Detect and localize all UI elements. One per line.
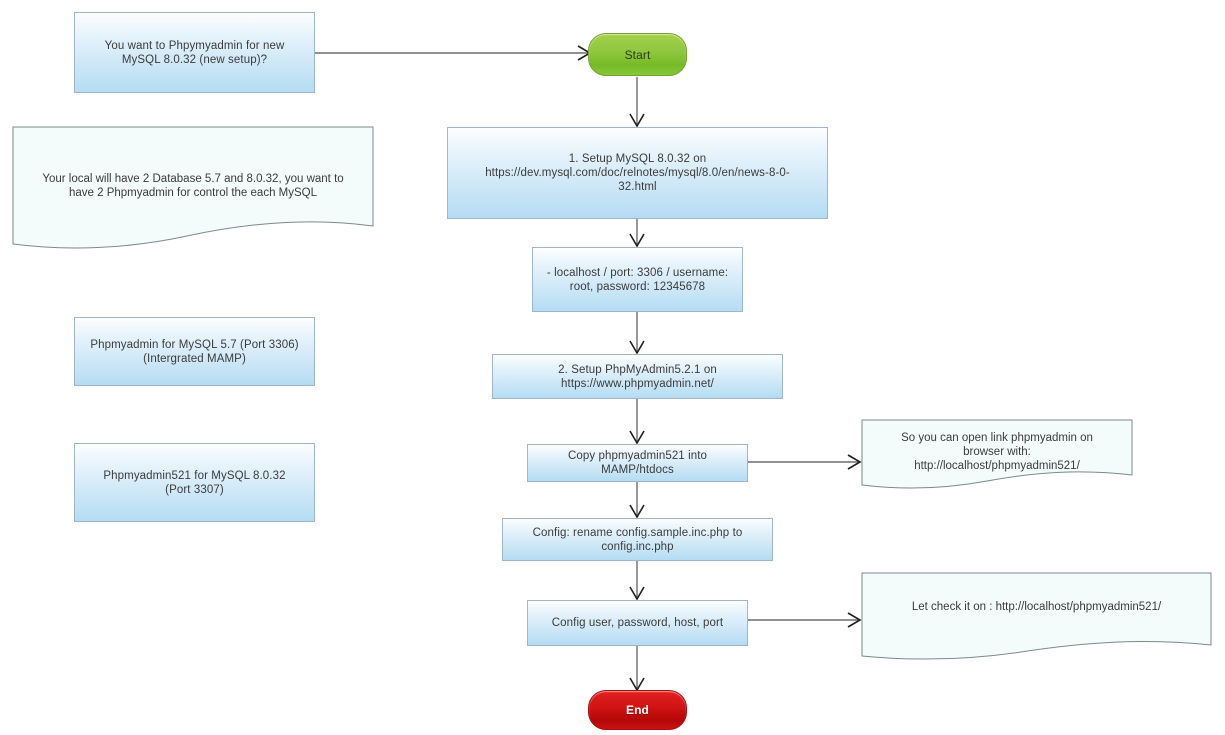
note-open-link-line-2: browser with: bbox=[963, 446, 1031, 458]
node-intro-question-text: You want to Phpymyadmin for new MySQL 8.… bbox=[97, 39, 293, 67]
node-phpmyadmin521-mysql8[interactable]: Phpmyadmin521 for MySQL 8.0.32 (Port 330… bbox=[74, 443, 315, 522]
node-rename-line-2: config.inc.php bbox=[601, 540, 674, 553]
node-step1-line-3: 32.html bbox=[618, 181, 657, 193]
node-phpmyadmin521-mysql8-line-1: Phpmyadmin521 for MySQL 8.0.32 bbox=[103, 469, 286, 482]
node-phpmyadmin-mysql57-line-1: Phpmyadmin for MySQL 5.7 (Port 3306) bbox=[90, 338, 299, 351]
note-local-databases-line-2: have 2 Phpmyadmin for control the each M… bbox=[68, 187, 317, 199]
node-config-user-line-1: Config user, password, host, port bbox=[551, 617, 724, 629]
note-local-databases-shape bbox=[12, 126, 374, 249]
node-intro-question-line-2: MySQL 8.0.32 (new setup)? bbox=[121, 53, 268, 66]
node-rename-config-text: Config: rename config.sample.inc.php to … bbox=[525, 526, 751, 554]
node-step1-setup-mysql-text: 1. Setup MySQL 8.0.32 on https://dev.mys… bbox=[477, 152, 798, 194]
node-config-user-text: Config user, password, host, port bbox=[544, 616, 731, 630]
note-open-link-line-1: So you can open link phpmyadmin on bbox=[901, 432, 1093, 444]
node-step2-line-1: 2. Setup PhpMyAdmin5.2.1 on bbox=[558, 363, 717, 376]
node-copy-into-htdocs-text: Copy phpmyadmin521 into MAMP/htdocs bbox=[560, 449, 715, 477]
note-check-it-line-1: Let check it on : http://localhost/phpmy… bbox=[911, 601, 1162, 613]
node-phpmyadmin-mysql57-line-2: (Intergrated MAMP) bbox=[143, 352, 246, 365]
arrowhead-config-to-end bbox=[629, 677, 645, 692]
arrowhead-credentials-to-step2 bbox=[629, 340, 645, 355]
node-step2-line-2: https://www.phpmyadmin.net/ bbox=[561, 377, 714, 390]
node-end[interactable]: End bbox=[588, 690, 687, 730]
node-phpmyadmin-mysql57[interactable]: Phpmyadmin for MySQL 5.7 (Port 3306) (In… bbox=[74, 317, 315, 386]
node-end-label: End bbox=[626, 703, 649, 717]
node-start[interactable]: Start bbox=[588, 33, 687, 76]
node-config-user[interactable]: Config user, password, host, port bbox=[527, 600, 748, 646]
note-open-link[interactable]: So you can open link phpmyadmin on brows… bbox=[861, 419, 1133, 491]
node-phpmyadmin-mysql57-text: Phpmyadmin for MySQL 5.7 (Port 3306) (In… bbox=[82, 338, 306, 366]
node-start-label: Start bbox=[624, 47, 651, 62]
note-check-it-text: Let check it on : http://localhost/phpmy… bbox=[861, 600, 1212, 614]
node-step1-line-1: 1. Setup MySQL 8.0.32 on bbox=[568, 153, 707, 165]
node-phpmyadmin521-mysql8-text: Phpmyadmin521 for MySQL 8.0.32 (Port 330… bbox=[95, 469, 293, 497]
arrowhead-step2-to-copy bbox=[629, 430, 645, 445]
arrowhead-config-to-note-check bbox=[847, 612, 862, 628]
node-credentials-line-2: root, password: 12345678 bbox=[569, 280, 706, 293]
node-copy-into-htdocs[interactable]: Copy phpmyadmin521 into MAMP/htdocs bbox=[527, 444, 748, 482]
arrowhead-rename-to-config bbox=[629, 586, 645, 601]
note-open-link-shape bbox=[861, 419, 1133, 489]
note-local-databases-line-1: Your local will have 2 Database 5.7 and … bbox=[42, 173, 344, 185]
node-copy-line-1: Copy phpmyadmin521 into bbox=[567, 450, 708, 462]
arrowhead-step1-to-credentials bbox=[629, 233, 645, 248]
node-credentials-line-1: - localhost / port: 3306 / username: bbox=[546, 266, 729, 279]
node-credentials[interactable]: - localhost / port: 3306 / username: roo… bbox=[532, 247, 743, 312]
note-local-databases-text: Your local will have 2 Database 5.7 and … bbox=[12, 172, 374, 200]
note-open-link-line-3: http://localhost/phpmyadmin521/ bbox=[914, 460, 1080, 472]
node-step1-setup-mysql[interactable]: 1. Setup MySQL 8.0.32 on https://dev.mys… bbox=[447, 127, 828, 219]
arrowhead-start-to-step1 bbox=[629, 113, 645, 128]
node-rename-line-1: Config: rename config.sample.inc.php to bbox=[532, 526, 743, 539]
note-check-it-shape bbox=[861, 572, 1212, 660]
node-step1-line-2: https://dev.mysql.com/doc/relnotes/mysql… bbox=[485, 167, 790, 179]
arrowhead-copy-to-note-open bbox=[847, 454, 862, 470]
node-credentials-text: - localhost / port: 3306 / username: roo… bbox=[539, 266, 736, 294]
note-local-databases[interactable]: Your local will have 2 Database 5.7 and … bbox=[12, 126, 374, 252]
node-step2-setup-phpmyadmin[interactable]: 2. Setup PhpMyAdmin5.2.1 on https://www.… bbox=[492, 354, 783, 399]
node-intro-question[interactable]: You want to Phpymyadmin for new MySQL 8.… bbox=[74, 12, 315, 93]
arrowhead-copy-to-rename bbox=[629, 504, 645, 519]
note-open-link-text: So you can open link phpmyadmin on brows… bbox=[861, 431, 1133, 473]
node-copy-line-2: MAMP/htdocs bbox=[601, 464, 674, 476]
node-intro-question-line-1: You want to Phpymyadmin for new bbox=[104, 39, 285, 52]
node-step2-setup-phpmyadmin-text: 2. Setup PhpMyAdmin5.2.1 on https://www.… bbox=[550, 363, 725, 391]
node-rename-config[interactable]: Config: rename config.sample.inc.php to … bbox=[502, 518, 773, 561]
node-phpmyadmin521-mysql8-line-2: (Port 3307) bbox=[165, 483, 224, 496]
note-check-it[interactable]: Let check it on : http://localhost/phpmy… bbox=[861, 572, 1212, 662]
